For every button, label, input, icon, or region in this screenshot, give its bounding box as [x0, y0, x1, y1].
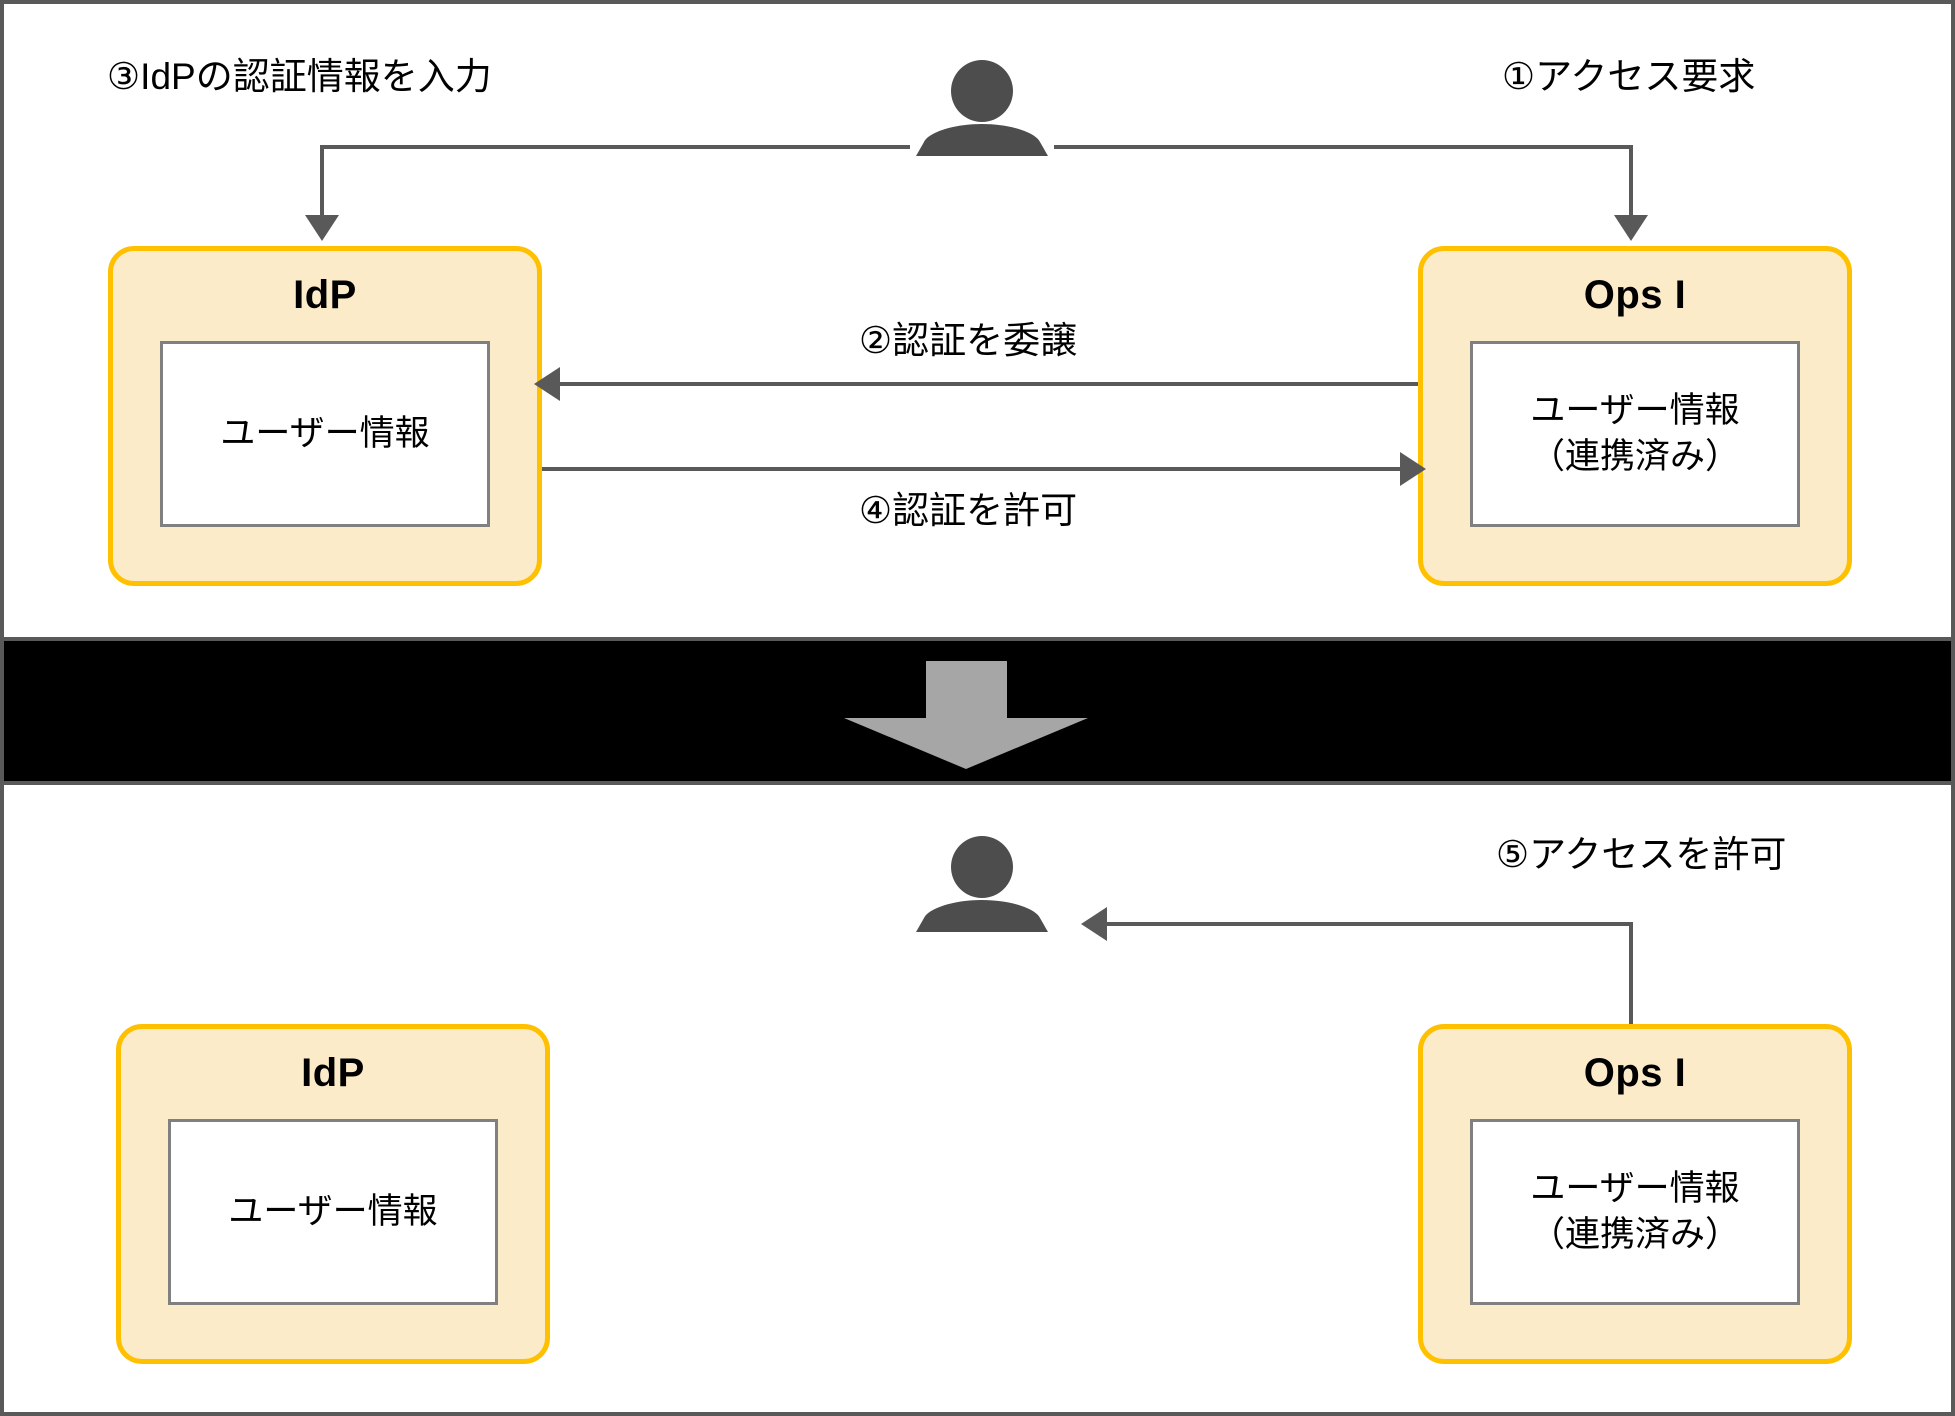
idp-box-top-title: IdP: [293, 273, 357, 317]
idp-box-bottom-title: IdP: [301, 1051, 365, 1095]
step-5-connector-horizontal: [1107, 922, 1633, 926]
ops-box-bottom-user-info-card: ユーザー情報 （連携済み）: [1470, 1119, 1800, 1305]
step-3-label: ③IdPの認証情報を入力: [107, 56, 492, 97]
arrow-down-icon: [844, 661, 1089, 769]
step-2-connector: [560, 382, 1418, 386]
step-2-arrowhead: [534, 367, 560, 401]
step-4-label: ④認証を許可: [859, 490, 1078, 531]
step-5-label: ⑤アクセスを許可: [1496, 834, 1787, 875]
idp-box-top-user-info-card: ユーザー情報: [160, 341, 490, 527]
ops-box-top[interactable]: Ops I ユーザー情報 （連携済み）: [1418, 246, 1852, 586]
idp-box-bottom-user-info-line-1: ユーザー情報: [228, 1191, 438, 1231]
step-4-arrowhead: [1400, 452, 1426, 486]
ops-box-top-title: Ops I: [1583, 273, 1687, 317]
step-5-arrowhead: [1081, 907, 1107, 941]
idp-box-bottom[interactable]: IdP ユーザー情報: [116, 1024, 550, 1364]
ops-box-top-user-info-line-2: （連携済み）: [1529, 437, 1740, 476]
section-divider-band: [4, 637, 1951, 785]
idp-box-bottom-user-info-card: ユーザー情報: [168, 1119, 498, 1305]
ops-box-bottom-user-info-line-2: （連携済み）: [1529, 1215, 1740, 1254]
step-3-arrowhead: [305, 215, 339, 241]
step-4-connector: [542, 467, 1400, 471]
step-1-arrowhead: [1614, 215, 1648, 241]
ops-box-bottom-user-info-line-1: ユーザー情報: [1530, 1168, 1740, 1208]
ops-box-top-user-info-card: ユーザー情報 （連携済み）: [1470, 341, 1800, 527]
step-2-label: ②認証を委譲: [859, 320, 1078, 361]
ops-box-bottom[interactable]: Ops I ユーザー情報 （連携済み）: [1418, 1024, 1852, 1364]
step-5-connector-vertical: [1629, 922, 1633, 1030]
step-1-connector-horizontal: [1054, 145, 1633, 149]
step-1-connector-vertical: [1629, 145, 1633, 217]
step-1-label: ①アクセス要求: [1502, 56, 1756, 97]
idp-box-top-user-info-line-1: ユーザー情報: [220, 413, 430, 453]
user-person-icon-bottom: [908, 836, 1056, 932]
step-3-connector-horizontal: [320, 145, 910, 149]
ops-box-top-user-info-line-1: ユーザー情報: [1530, 390, 1740, 430]
step-3-connector-vertical: [320, 145, 324, 217]
ops-box-bottom-title: Ops I: [1583, 1051, 1687, 1095]
user-person-icon-top: [908, 60, 1056, 156]
idp-box-top[interactable]: IdP ユーザー情報: [108, 246, 542, 586]
